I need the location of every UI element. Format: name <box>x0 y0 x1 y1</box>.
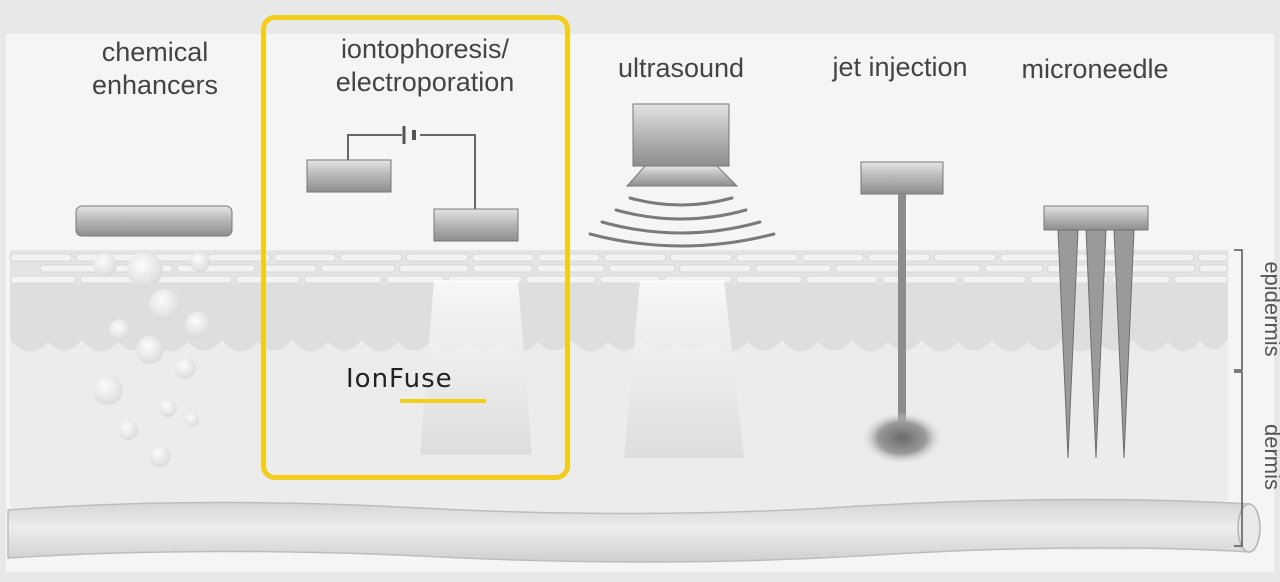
corneocyte <box>273 253 337 262</box>
label-iontophoresis: iontophoresis/ electroporation <box>335 34 515 97</box>
corneocyte <box>1046 264 1122 273</box>
corneocyte <box>303 275 383 284</box>
iontophoresis-delivery-zone <box>420 280 532 455</box>
corneocyte <box>1124 264 1196 273</box>
jet-injector <box>860 161 944 195</box>
ionfuse-brand-label: IonFuse <box>346 364 453 394</box>
blood-vessel-end <box>1237 503 1261 553</box>
electrode-right <box>433 208 519 242</box>
corneocyte <box>999 253 1063 262</box>
corneocyte <box>961 275 1027 284</box>
corneocyte <box>984 264 1044 273</box>
corneocyte <box>339 253 403 262</box>
microneedle-base <box>1043 205 1149 231</box>
corneocyte <box>536 264 606 273</box>
microneedle-array <box>1057 229 1135 459</box>
corneocyte <box>754 264 832 273</box>
layer-brackets <box>1234 249 1243 547</box>
corneocyte <box>385 275 445 284</box>
ultrasound-waves <box>588 196 776 248</box>
corneocyte <box>155 275 233 284</box>
corneocyte <box>472 264 534 273</box>
ultrasound-delivery-zone <box>624 280 744 458</box>
corneocyte <box>805 275 879 284</box>
corneocyte <box>398 264 470 273</box>
corneocyte <box>881 275 959 284</box>
corneocyte <box>1131 253 1195 262</box>
ultrasound-transducer <box>632 103 730 167</box>
corneocyte <box>735 275 803 284</box>
corneocyte <box>834 264 900 273</box>
corneocyte <box>603 253 667 262</box>
label-chemical-enhancers: chemical enhancers <box>91 37 219 100</box>
corneocyte <box>405 253 469 262</box>
label-epidermis: epidermis <box>1260 261 1280 357</box>
corneocyte <box>678 264 752 273</box>
label-ultrasound: ultrasound <box>617 53 745 83</box>
ultrasound-head <box>625 165 739 187</box>
corneocyte <box>1198 264 1229 273</box>
corneocyte <box>933 253 997 262</box>
ionfuse-underline <box>400 399 486 403</box>
label-dermis: dermis <box>1260 423 1280 490</box>
corneocyte <box>1197 253 1229 262</box>
corneocyte <box>176 264 256 273</box>
jet-stream <box>898 194 906 426</box>
corneocyte <box>1173 275 1229 284</box>
corneocyte <box>9 253 73 262</box>
electrode-left <box>306 159 392 193</box>
label-microneedle: microneedle <box>1021 54 1169 84</box>
corneocyte <box>801 253 865 262</box>
corneocyte <box>608 264 676 273</box>
corneocyte <box>735 253 799 262</box>
corneocyte <box>471 253 535 262</box>
jet-depot <box>862 412 942 464</box>
corneocyte <box>258 264 318 273</box>
corneocyte <box>9 275 77 284</box>
chemical-bubbles <box>93 252 211 467</box>
label-jet-injection: jet injection <box>832 52 968 82</box>
corneocyte <box>902 264 982 273</box>
corneocyte <box>669 253 733 262</box>
chemical-enhancer-patch <box>75 205 233 237</box>
epidermis-layer <box>10 282 1228 352</box>
corneocyte <box>320 264 396 273</box>
iontophoresis-circuit <box>347 126 476 210</box>
corneocyte <box>525 275 597 284</box>
ionfuse-highlight-box <box>261 15 570 480</box>
corneocyte <box>235 275 301 284</box>
